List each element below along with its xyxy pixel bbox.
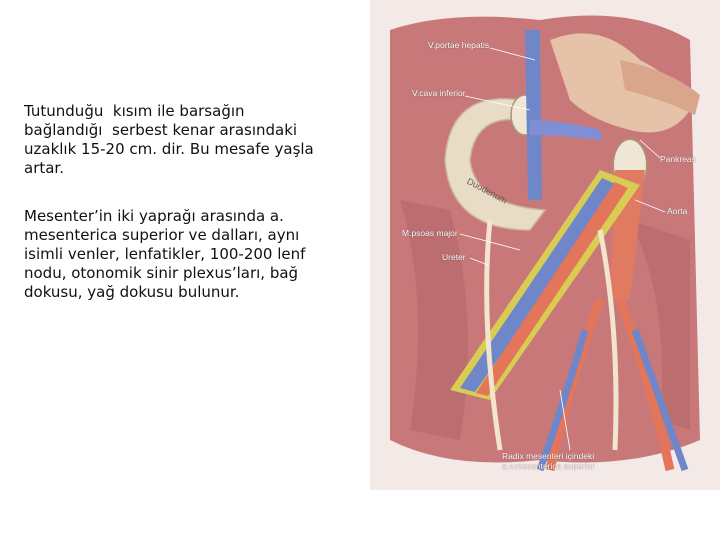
portal-vein-branch (530, 120, 602, 140)
left-muscle-shading (400, 200, 468, 440)
leader-psoas (459, 233, 521, 251)
leader-v-portae (489, 47, 536, 61)
vena-cava-inferior (525, 30, 542, 200)
right-iliac-vein (631, 328, 689, 472)
pancreas-organ (550, 33, 690, 133)
leader-ureter (469, 257, 489, 266)
text-column: Tutunduğu kısım ile barsağın bağlandığı … (24, 102, 324, 302)
right-iliac-artery (615, 298, 675, 471)
leader-pankreas (639, 139, 661, 159)
paragraph-mesentery-contents: Mesenter’in iki yaprağı arasında a. mese… (24, 207, 311, 301)
left-iliac-vein (536, 329, 589, 472)
leader-radix (559, 389, 571, 451)
left-ureter (484, 219, 503, 451)
right-muscle-shading (630, 220, 690, 430)
caption-line-2: a.v.mesenterica superior (502, 460, 595, 471)
caption-line-1: Radix mesenteri içindeki (502, 451, 595, 461)
figure-caption: Radix mesenteri içindeki a.v.mesenterica… (502, 451, 662, 471)
right-ureter (597, 229, 619, 451)
label-v-cava: V.cava inferior (412, 88, 466, 98)
label-pankreas: Pankreas (660, 154, 696, 164)
label-v-portae: V.portae hepatis (428, 40, 490, 50)
mesentery-drawing (370, 0, 720, 490)
pancreas-head (620, 60, 700, 115)
superior-mesenteric-artery (476, 182, 628, 396)
label-aorta: Aorta (667, 206, 688, 216)
superior-mesenteric-vein (460, 178, 620, 392)
leader-aorta (634, 199, 666, 213)
paragraph-mesentery-length: Tutunduğu kısım ile barsağın bağlandığı … (24, 102, 319, 177)
label-ureter: Ureter (442, 252, 466, 262)
label-psoas: M.psoas major (402, 228, 458, 238)
duodenum-loop (444, 98, 547, 231)
leader-v-cava (464, 95, 531, 111)
anatomical-illustration: V.portae hepatis V.cava inferior Pankrea… (370, 0, 720, 490)
